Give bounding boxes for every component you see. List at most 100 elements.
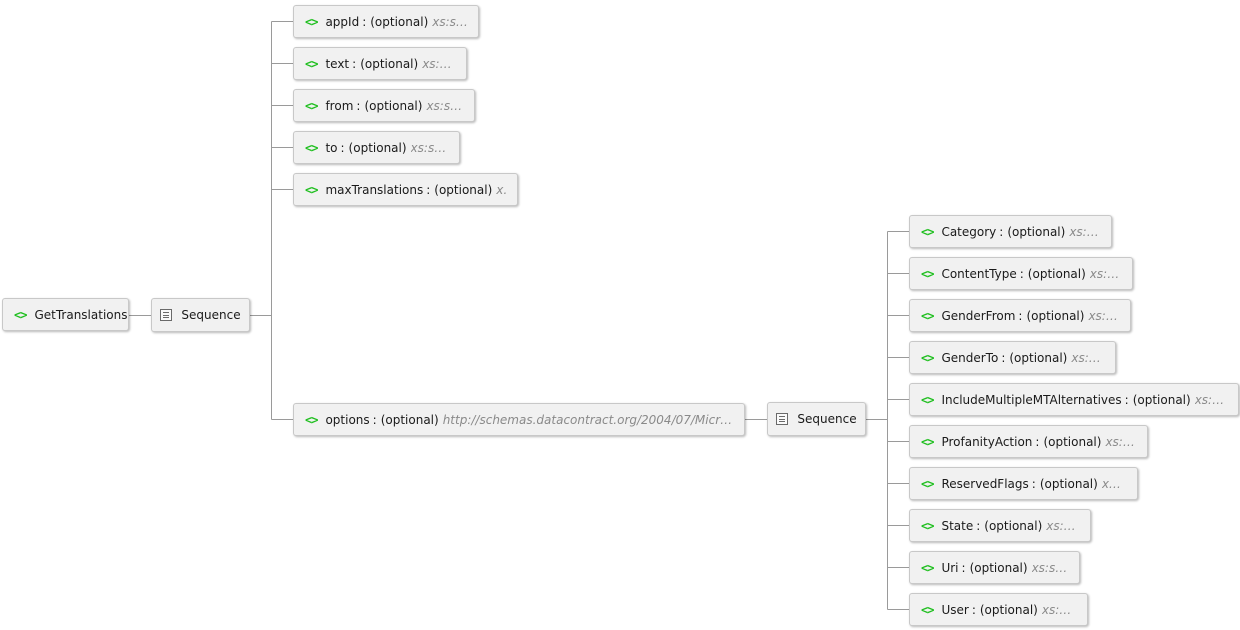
element-optional: (optional) bbox=[348, 140, 407, 155]
element-icon: <> bbox=[305, 182, 318, 197]
element-icon: <> bbox=[921, 392, 934, 407]
element-type: xs:string bbox=[1105, 434, 1137, 449]
element-icon: <> bbox=[305, 14, 318, 29]
element-type: xs:string bbox=[422, 56, 456, 71]
separator-colon: : bbox=[1001, 350, 1006, 365]
separator-colon: : bbox=[356, 98, 361, 113]
element-name: options bbox=[325, 412, 370, 427]
element-optional: (optional) bbox=[969, 560, 1028, 575]
element-node-maxTranslations[interactable]: <> maxTranslations:(optional)xs:int bbox=[293, 173, 518, 206]
element-name: to bbox=[325, 140, 338, 155]
element-name: ProfanityAction bbox=[941, 434, 1033, 449]
option-child-node-ContentType[interactable]: <> ContentType:(optional)xs:string bbox=[909, 257, 1133, 290]
element-name: Uri bbox=[941, 560, 959, 575]
options-element-node[interactable]: <> options : (optional) http://schemas.d… bbox=[293, 403, 745, 436]
element-optional: (optional) bbox=[370, 14, 429, 29]
element-icon: <> bbox=[921, 602, 934, 617]
element-node-to[interactable]: <> to:(optional)xs:string bbox=[293, 131, 460, 164]
element-type: xs:string bbox=[1089, 266, 1122, 281]
element-name: State bbox=[941, 518, 974, 533]
element-optional: (optional) bbox=[984, 518, 1043, 533]
option-child-node-User[interactable]: <> User:(optional)xs:string bbox=[909, 593, 1088, 626]
element-node-from[interactable]: <> from:(optional)xs:string bbox=[293, 89, 475, 122]
separator-colon: : bbox=[976, 518, 981, 533]
element-node-appId[interactable]: <> appId:(optional)xs:string bbox=[293, 5, 479, 38]
element-optional: (optional) bbox=[1132, 392, 1191, 407]
element-icon: <> bbox=[921, 308, 934, 323]
element-optional: (optional) bbox=[1039, 476, 1098, 491]
element-optional: (optional) bbox=[1007, 224, 1066, 239]
element-type: xs:string bbox=[1071, 350, 1105, 365]
element-icon: <> bbox=[305, 98, 318, 113]
element-name: maxTranslations bbox=[325, 182, 424, 197]
element-icon: <> bbox=[305, 412, 318, 427]
separator-colon: : bbox=[352, 56, 357, 71]
element-type: xs:boolean bbox=[1194, 392, 1228, 407]
element-name: text bbox=[325, 56, 350, 71]
element-name: GenderTo bbox=[941, 350, 999, 365]
element-type: http://schemas.datacontract.org/2004/07/… bbox=[442, 412, 734, 427]
option-child-node-ProfanityAction[interactable]: <> ProfanityAction:(optional)xs:string bbox=[909, 425, 1148, 458]
element-optional: (optional) bbox=[364, 98, 423, 113]
root-element-node[interactable]: <> GetTranslations bbox=[2, 298, 129, 331]
element-icon: <> bbox=[921, 476, 934, 491]
option-child-node-IncludeMultipleMTAlternatives[interactable]: <> IncludeMultipleMTAlternatives:(optiona… bbox=[909, 383, 1239, 416]
element-type: xs:string bbox=[1069, 224, 1101, 239]
separator-colon: : bbox=[340, 140, 345, 155]
element-type: xs:string bbox=[410, 140, 449, 155]
element-name: Category bbox=[941, 224, 997, 239]
element-optional: (optional) bbox=[1026, 308, 1085, 323]
element-icon: <> bbox=[921, 518, 934, 533]
root-element-name: GetTranslations bbox=[34, 307, 128, 322]
element-name: User bbox=[941, 602, 969, 617]
option-child-node-State[interactable]: <>State:(optional)xs:string bbox=[909, 509, 1091, 542]
element-icon: <> bbox=[14, 307, 27, 322]
option-child-node-Category[interactable]: <> Category:(optional)xs:string bbox=[909, 215, 1112, 248]
element-type: xs:string bbox=[1041, 602, 1077, 617]
separator-colon: : bbox=[1124, 392, 1129, 407]
separator-colon: : bbox=[1019, 266, 1024, 281]
element-icon: <> bbox=[921, 350, 934, 365]
element-icon: <> bbox=[921, 434, 934, 449]
sequence-icon bbox=[776, 413, 789, 425]
element-optional: (optional) bbox=[1043, 434, 1102, 449]
element-name: GenderFrom bbox=[941, 308, 1016, 323]
separator-colon: : bbox=[999, 224, 1004, 239]
element-icon: <> bbox=[305, 140, 318, 155]
element-optional: (optional) bbox=[1009, 350, 1068, 365]
element-name: ReservedFlags bbox=[941, 476, 1029, 491]
element-type: xs:string bbox=[432, 14, 468, 29]
element-optional: (optional) bbox=[380, 412, 439, 427]
element-name: from bbox=[325, 98, 354, 113]
separator-colon: : bbox=[372, 412, 377, 427]
sequence-node-main[interactable]: Sequence bbox=[151, 298, 250, 332]
separator-colon: : bbox=[961, 560, 966, 575]
element-node-text[interactable]: <> text:(optional)xs:string bbox=[293, 47, 467, 80]
element-icon: <> bbox=[921, 224, 934, 239]
sequence-node-options[interactable]: Sequence bbox=[767, 402, 866, 436]
element-icon: <> bbox=[305, 56, 318, 71]
element-type: xs:string bbox=[1088, 308, 1120, 323]
element-optional: (optional) bbox=[434, 182, 493, 197]
element-type: xs:string bbox=[1101, 476, 1127, 491]
option-child-node-Uri[interactable]: <>Uri:(optional)xs:string bbox=[909, 551, 1080, 584]
option-child-node-GenderFrom[interactable]: <>GenderFrom:(optional)xs:string bbox=[909, 299, 1131, 332]
element-type: xs:int bbox=[496, 182, 507, 197]
separator-colon: : bbox=[426, 182, 431, 197]
sequence-label: Sequence bbox=[181, 308, 241, 322]
element-optional: (optional) bbox=[360, 56, 419, 71]
element-optional: (optional) bbox=[1027, 266, 1086, 281]
separator-colon: : bbox=[362, 14, 367, 29]
element-name: ContentType bbox=[941, 266, 1017, 281]
element-icon: <> bbox=[921, 266, 934, 281]
separator-colon: : bbox=[971, 602, 976, 617]
element-type: xs:string bbox=[426, 98, 464, 113]
option-child-node-GenderTo[interactable]: <> GenderTo:(optional)xs:string bbox=[909, 341, 1116, 374]
sequence-label: Sequence bbox=[797, 412, 857, 426]
element-optional: (optional) bbox=[979, 602, 1038, 617]
element-name: IncludeMultipleMTAlternatives bbox=[941, 392, 1122, 407]
option-child-node-ReservedFlags[interactable]: <>ReservedFlags:(optional)xs:string bbox=[909, 467, 1138, 500]
separator-colon: : bbox=[1035, 434, 1040, 449]
element-name: appId bbox=[325, 14, 360, 29]
